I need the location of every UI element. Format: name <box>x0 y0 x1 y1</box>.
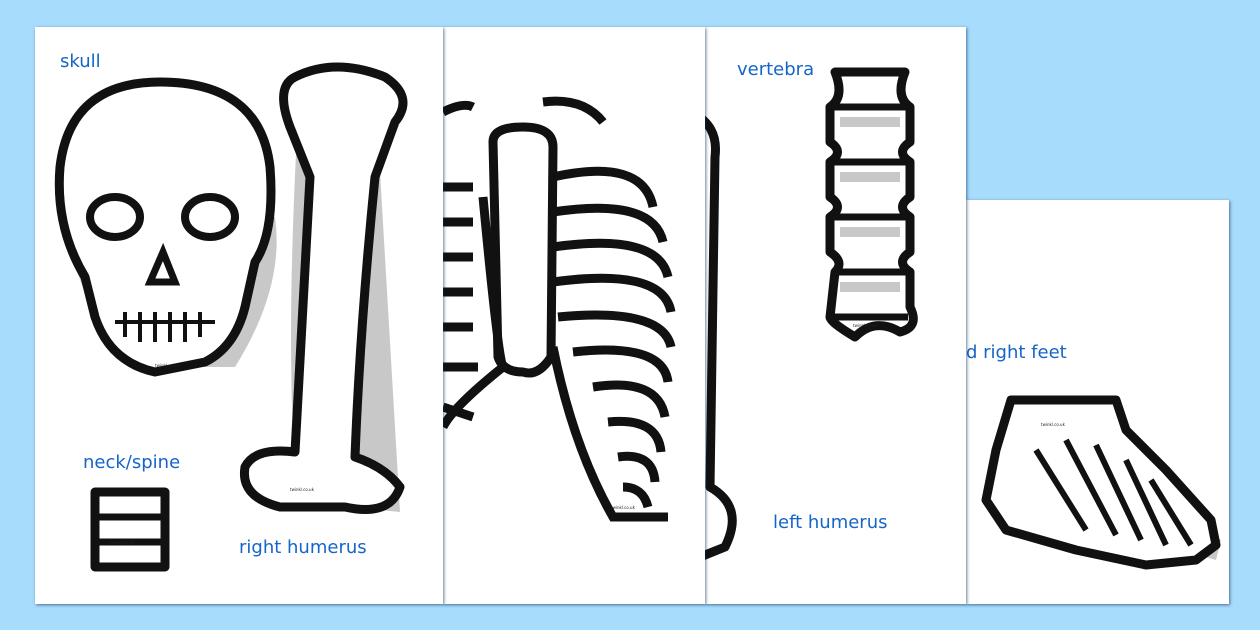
feet-label: d right feet <box>966 342 1067 363</box>
watermark: twinkl.co.uk <box>155 363 179 368</box>
page-skull: skull neck/spine right humerus twinkl.co… <box>35 27 443 604</box>
watermark: twinkl.co.uk <box>611 505 635 510</box>
vertebra-label: vertebra <box>737 59 815 80</box>
page-feet: d right feet twinkl.co.uk <box>966 200 1229 604</box>
watermark: twinkl.co.uk <box>1041 422 1065 427</box>
right-humerus-label: right humerus <box>239 537 367 558</box>
page-vertebra: vertebra left humerus twinkl.co.uk <box>705 27 966 604</box>
watermark: twinkl.co.uk <box>110 540 134 545</box>
left-humerus-label: left humerus <box>773 512 888 533</box>
vertebra-illustration <box>705 67 918 560</box>
watermark: twinkl.co.uk <box>290 487 314 492</box>
watermark: twinkl.co.uk <box>853 323 877 328</box>
skull-illustration <box>54 62 408 572</box>
page-ribcage: twinkl.co.uk <box>443 27 705 604</box>
foot-illustration <box>981 395 1221 570</box>
neck-spine-label: neck/spine <box>83 452 181 473</box>
skull-label: skull <box>60 51 101 72</box>
ribcage-illustration <box>443 96 676 522</box>
